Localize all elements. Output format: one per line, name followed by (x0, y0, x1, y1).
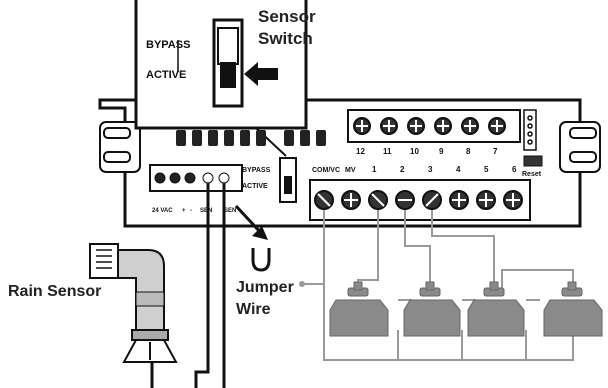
switch-bypass-label: BYPASS (242, 167, 271, 174)
terminal-number: 8 (466, 147, 471, 156)
sensor-terminal-block: 24 VAC + - SEN SEN (149, 164, 243, 214)
station-labels-bottom: COM/VC MV 1 2 3 4 5 6 (312, 165, 517, 174)
terminal-number: 11 (383, 147, 392, 156)
left-mounting-tab (99, 121, 141, 173)
controller-board (98, 98, 582, 228)
station-numbers-top: 12 11 10 9 8 7 (356, 147, 498, 156)
wire-junction (299, 281, 305, 287)
rain-sensor-label: Rain Sensor (8, 283, 101, 300)
station-terminals-top (347, 109, 521, 143)
arrow-icon (244, 62, 278, 86)
board-sensor-switch: BYPASS ACTIVE (242, 157, 297, 203)
terminal-label: SEN (224, 208, 236, 214)
connector-comb (176, 130, 326, 146)
valve (329, 281, 389, 337)
valve (467, 281, 525, 337)
jumper-arrow (234, 204, 268, 240)
jumper-wire-label-line1: Jumper (236, 279, 294, 296)
terminal-label: 1 (372, 165, 377, 174)
reset-label: Reset (522, 171, 542, 178)
terminal-label: 4 (456, 165, 461, 174)
terminal-number: 7 (493, 147, 498, 156)
switch-active-label: ACTIVE (242, 183, 268, 190)
terminal-label: 6 (512, 165, 517, 174)
rain-sensor (89, 243, 178, 363)
callout-active-label: ACTIVE (146, 69, 186, 81)
terminal-number: 12 (356, 147, 365, 156)
terminal-label: - (190, 208, 192, 214)
callout-bypass-label: BYPASS (146, 39, 190, 51)
terminal-label: 24 VAC (152, 208, 173, 214)
terminal-label: 5 (484, 165, 489, 174)
switch-callout: BYPASS ACTIVE (134, 0, 308, 157)
callout-title-line2: Switch (258, 29, 313, 48)
terminal-label: + (182, 208, 186, 214)
jumper-wire-label-line2: Wire (236, 301, 271, 318)
terminal-label: 3 (428, 165, 433, 174)
terminal-number: 9 (439, 147, 444, 156)
valve-wires (302, 210, 574, 361)
terminal-label: 2 (400, 165, 405, 174)
callout-title-line1: Sensor (258, 7, 316, 26)
terminal-number: 10 (410, 147, 419, 156)
terminal-label: MV (345, 167, 356, 174)
valve (543, 281, 603, 337)
station-terminals-bottom (309, 179, 531, 221)
terminal-label: COM/VC (312, 167, 340, 174)
valve (403, 281, 461, 337)
terminal-label: SEN (200, 208, 212, 214)
right-mounting-tab (559, 121, 601, 173)
jumper-wire (251, 248, 271, 272)
indicator-strip (523, 109, 537, 151)
reset-button: Reset (522, 155, 543, 178)
sensor-wires (150, 183, 226, 388)
